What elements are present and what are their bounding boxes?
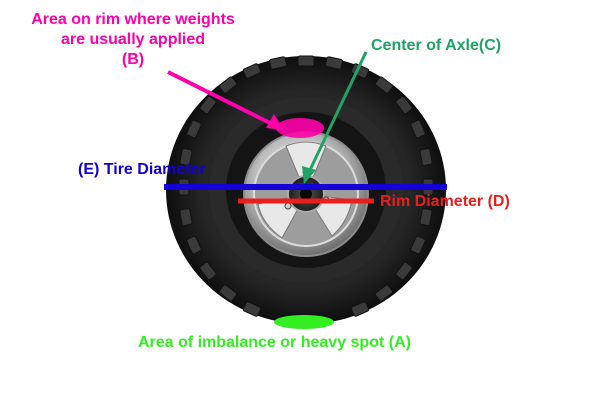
rim-weight-area-label-line3: (B) (121, 51, 145, 68)
rim-weight-area-label-line1: Area on rim where weights (31, 11, 235, 28)
center-axle-label: Center of Axle(C) (371, 37, 502, 54)
rim-weight-area-label: Area on rim where weights are usually ap… (4, 10, 262, 70)
imbalance-label: Area of imbalance or heavy spot (A) (138, 334, 411, 351)
tire-diameter-label: (E) Tire Diameter (78, 161, 206, 178)
rim (243, 131, 369, 257)
heavy-spot-marker (274, 315, 334, 329)
rim-weight-area-label-line2: are usually applied (60, 31, 206, 48)
rim-diameter-label: Rim Diameter (D) (380, 193, 510, 210)
weight-area-marker (276, 118, 324, 138)
center-axle-arrow (302, 51, 368, 184)
weight-area-arrow (167, 70, 284, 130)
